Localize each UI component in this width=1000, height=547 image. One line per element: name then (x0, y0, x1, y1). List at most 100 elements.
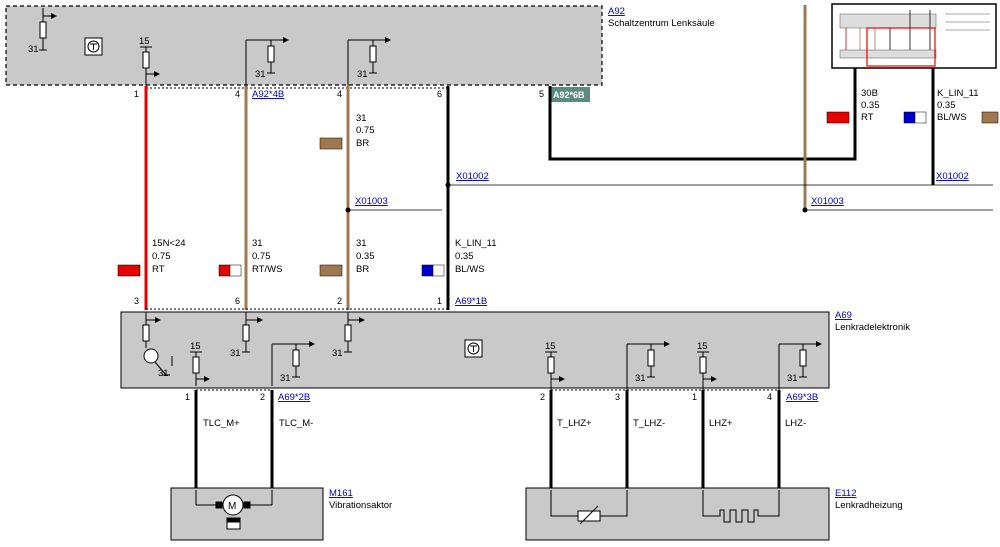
svg-text:31: 31 (356, 113, 367, 124)
a69-logic-block-icon (464, 339, 483, 358)
a69-3b-pin-1: 1 (692, 392, 697, 402)
a69-ground-31-a: 31 (158, 368, 169, 379)
splice-dot-1 (345, 207, 351, 213)
a69-internal-tlc (271, 341, 315, 386)
a69-label-15-b: 15 (545, 341, 556, 352)
a69-3b-pin-3: 3 (615, 392, 620, 402)
a69-internal-pin3 (142, 312, 170, 376)
svg-text:0.35: 0.35 (861, 100, 880, 111)
splice-x01002-right[interactable]: X01002 (936, 171, 969, 182)
connector-a69-1b[interactable]: A69*1B (455, 296, 487, 307)
wire-black-pin5 (548, 60, 857, 161)
connector-a92-6b-badge[interactable]: A92*6B (550, 87, 590, 102)
wire-label-rtws: 31 0.75 RT/WS (218, 238, 282, 277)
connector-a92-4b[interactable]: A92*4B (252, 89, 284, 100)
e112-id-link[interactable]: E112 (835, 488, 856, 499)
signal-lhz-minus: LHZ- (785, 418, 806, 429)
a92-label-15: 15 (139, 36, 150, 47)
a92-id-link[interactable]: A92 (608, 6, 625, 17)
connector-a69-2b[interactable]: A69*2B (278, 392, 310, 403)
a69-ground-31-b: 31 (230, 348, 241, 359)
minimap-viewport[interactable] (866, 27, 936, 67)
svg-text:RT/WS: RT/WS (252, 264, 282, 275)
svg-text:0.35: 0.35 (937, 100, 956, 111)
a69-terminal-15-a (171, 351, 210, 386)
a69-2b-pin-1: 1 (185, 392, 190, 402)
svg-text:15N<24: 15N<24 (152, 238, 186, 249)
a69-ground-31-e: 31 (635, 373, 646, 384)
svg-text:BR: BR (356, 138, 369, 149)
a92-pin-1: 1 (134, 89, 139, 99)
signal-t-lhz-plus: T_LHZ+ (557, 418, 592, 429)
a69-name: Lenkradelektronik (835, 322, 910, 333)
splice-dot-3 (802, 207, 808, 213)
svg-text:A92*6B: A92*6B (553, 90, 585, 100)
a92-ground-symbol-2 (245, 37, 289, 86)
svg-text:30B: 30B (861, 88, 878, 99)
heating-element-icon (702, 490, 780, 523)
a69-internal-lhz-plus (697, 351, 717, 390)
signal-t-lhz-minus: T_LHZ- (633, 418, 665, 429)
a69-pin-1: 1 (437, 296, 442, 306)
a92-pin-4a: 4 (235, 89, 240, 99)
svg-text:BR: BR (356, 264, 369, 275)
a69-3b-pin-2: 2 (540, 392, 545, 402)
a69-internal-tlhz-plus (545, 351, 565, 390)
svg-text:0.75: 0.75 (252, 251, 271, 262)
signal-tlc-m-plus: TLC_M+ (203, 418, 240, 429)
a92-ground-symbol-3 (347, 37, 391, 86)
svg-text:BL/WS: BL/WS (937, 112, 967, 123)
motor-icon: M (195, 490, 273, 530)
component-m161: M161 Vibrationsaktor (170, 487, 392, 541)
svg-text:0.75: 0.75 (152, 251, 171, 262)
svg-text:31: 31 (356, 238, 367, 249)
a92-ground-symbol-1 (39, 8, 57, 51)
wire-label-br-lower: 31 0.35 BR (319, 238, 375, 277)
a69-internal-tlhz-minus (626, 341, 670, 390)
svg-text:M: M (228, 501, 236, 512)
signal-lhz-plus: LHZ+ (709, 418, 733, 429)
logic-block-icon (84, 37, 103, 56)
splice-x01003-left[interactable]: X01003 (355, 196, 388, 207)
a69-internal-lhz-minus (778, 341, 822, 390)
minimap-thumbnail[interactable] (831, 3, 997, 69)
a92-ground-31: 31 (28, 44, 39, 55)
a69-2b-pin-2: 2 (260, 392, 265, 402)
a92-ground-31-c: 31 (357, 69, 368, 80)
svg-text:0.35: 0.35 (455, 251, 474, 262)
a69-pin-2: 2 (337, 296, 342, 306)
a92-pin-5: 5 (539, 89, 544, 99)
a69-3b-pin-4: 4 (767, 392, 772, 402)
wire-label-blws-lower: K_LIN_11 0.35 BL/WS (421, 238, 497, 277)
a69-id-link[interactable]: A69 (835, 310, 852, 321)
a69-ground-31-c: 31 (332, 348, 343, 359)
splice-dot-2 (445, 182, 451, 188)
a69-label-15-a: 15 (190, 341, 201, 352)
svg-text:RT: RT (152, 264, 165, 275)
a69-pin-6: 6 (235, 296, 240, 306)
svg-text:BL/WS: BL/WS (455, 264, 485, 275)
component-a92: A92 Schaltzentrum Lenksäule 31 15 (5, 5, 715, 86)
a69-internal-pin2 (344, 312, 365, 353)
a69-internal-pin6 (242, 312, 263, 353)
m161-id-link[interactable]: M161 (329, 488, 353, 499)
a92-pin-6: 6 (437, 89, 442, 99)
a92-terminal-15-switch (140, 46, 160, 86)
a92-pin-4b: 4 (337, 89, 342, 99)
a69-ground-31-d: 31 (280, 373, 291, 384)
svg-text:K_LIN_11: K_LIN_11 (937, 88, 979, 99)
signal-tlc-m-minus: TLC_M- (279, 418, 313, 429)
splice-x01003-right[interactable]: X01003 (811, 196, 844, 207)
wire-swatch-brown-cut (981, 111, 999, 124)
wire-label-red-lower: 15N<24 0.75 RT (117, 238, 186, 277)
e112-name: Lenkradheizung (835, 500, 903, 511)
wire-label-blws-upper: K_LIN_11 0.35 BL/WS (903, 88, 979, 124)
splice-x01002-left[interactable]: X01002 (456, 171, 489, 182)
temperature-sensor-icon (550, 490, 628, 525)
a92-ground-31-b: 31 (255, 69, 266, 80)
a69-pin-3: 3 (134, 296, 139, 306)
svg-text:0.75: 0.75 (356, 125, 375, 136)
connector-a69-3b[interactable]: A69*3B (786, 392, 818, 403)
